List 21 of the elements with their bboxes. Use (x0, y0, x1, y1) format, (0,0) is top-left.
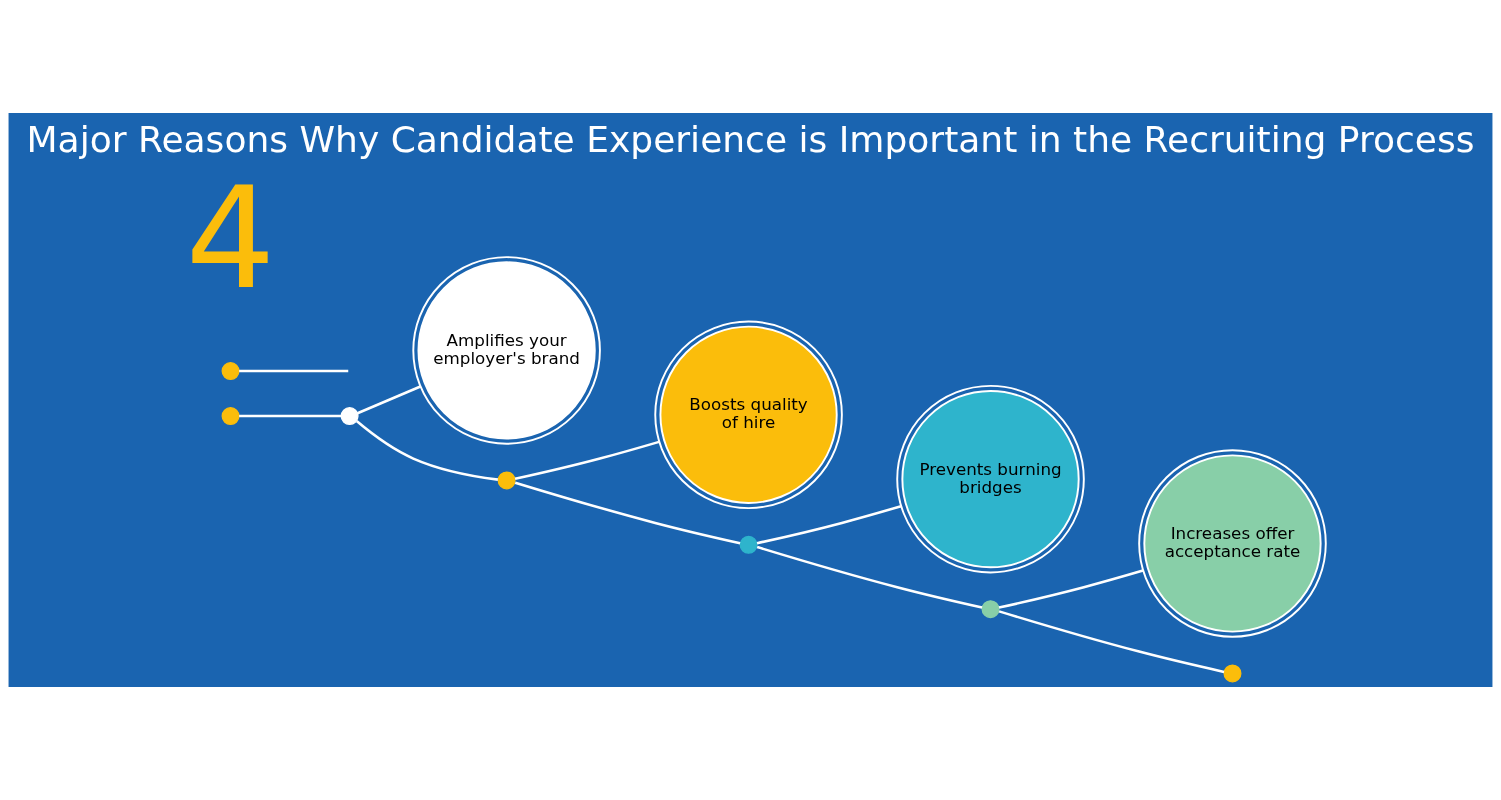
node-circle (340, 407, 359, 426)
node-circle (981, 600, 1000, 619)
connector (514, 440, 660, 481)
node-circle: Boosts quality of hire (654, 320, 843, 510)
node-circle: Prevents burning bridges (896, 384, 1085, 574)
connector (514, 481, 741, 545)
node-circle (221, 407, 240, 426)
connector (355, 420, 499, 481)
connector (756, 545, 983, 609)
connector (239, 369, 349, 373)
connector (998, 610, 1225, 674)
node-circle (1223, 664, 1242, 683)
node-circle (497, 471, 516, 490)
connector (239, 414, 342, 418)
node-circle (739, 535, 758, 554)
node-circle: Amplifies your employer's brand (412, 256, 601, 445)
connector (357, 385, 421, 415)
connector (998, 569, 1144, 609)
node-circle (221, 362, 240, 381)
connector (756, 505, 902, 545)
node-circle: Increases offer acceptance rate (1138, 449, 1327, 638)
